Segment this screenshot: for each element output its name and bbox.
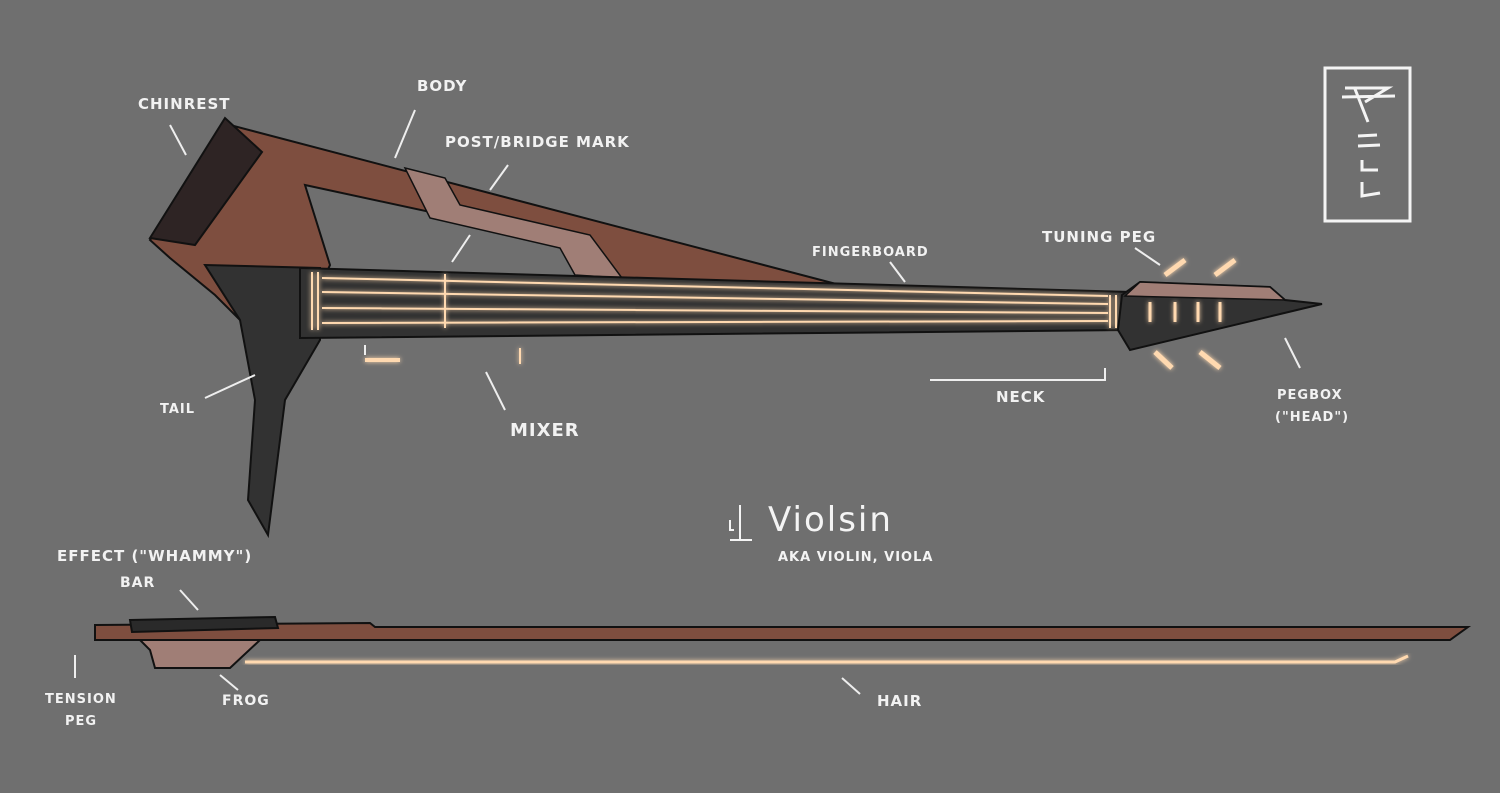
label-tension-peg: Tension: [45, 692, 117, 707]
bow-hair: [245, 654, 1409, 664]
label-fingerboard: Fingerboard: [812, 245, 929, 260]
effect-bar: [128, 615, 280, 634]
strings: [311, 272, 1117, 364]
label-mixer: Mixer: [510, 420, 580, 441]
bow-stick: [94, 621, 1472, 641]
label-tail: Tail: [160, 402, 196, 417]
label-pegbox-alt: ("Head"): [1275, 410, 1350, 425]
leader-lines: [74, 109, 1301, 695]
label-neck: Neck: [996, 388, 1046, 406]
label-frog: Frog: [222, 693, 270, 709]
label-tension-peg-2: Peg: [65, 714, 98, 729]
label-body: Body: [417, 77, 468, 95]
label-post-bridge: Post/Bridge Mark: [445, 133, 630, 151]
tuning-pegs: [1148, 258, 1237, 370]
title: Violsin: [768, 500, 893, 540]
subtitle: AKA Violin, Viola: [778, 550, 934, 565]
label-tuning-peg: Tuning Peg: [1042, 228, 1157, 246]
label-effect-bar: Effect ("Whammy"): [57, 547, 253, 565]
glyph-block-logo: [1323, 66, 1412, 223]
label-effect-bar-2: Bar: [120, 575, 156, 591]
chinrest: [148, 116, 264, 247]
label-pegbox: Pegbox: [1277, 388, 1343, 403]
label-chinrest: Chinrest: [138, 95, 231, 113]
label-hair: Hair: [877, 692, 923, 710]
title-glyph: [729, 505, 752, 541]
bow-frog: [137, 639, 263, 669]
